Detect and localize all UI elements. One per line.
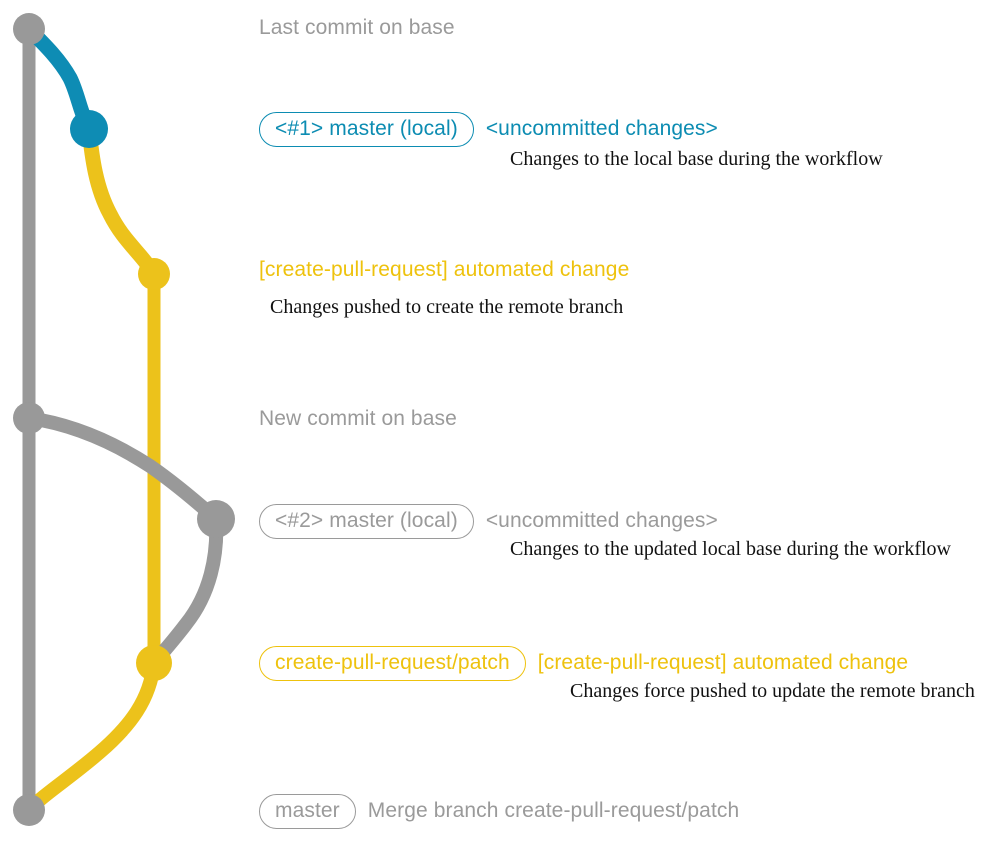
annotation-last-commit-on-base: Last commit on base: [259, 16, 455, 39]
patch-branch-line-1: [81, 121, 162, 282]
headline-local-commit-2: <uncommitted changes>: [485, 509, 718, 532]
subtext-patch-commit-2: Changes force pushed to update the remot…: [570, 680, 975, 702]
local-branch-line-2: [22, 411, 223, 526]
commit-node-base-1[interactable]: [13, 13, 45, 45]
annotation-patch-commit-2: create-pull-request/patch [create-pull-r…: [259, 646, 909, 682]
commit-node-patch-2[interactable]: [136, 645, 172, 681]
branch-pill-local-2[interactable]: <#2> master (local): [259, 504, 474, 540]
headline-merge-commit: Merge branch create-pull-request/patch: [367, 799, 740, 822]
commit-node-patch-1[interactable]: [138, 258, 170, 290]
annotation-local-commit-1: <#1> master (local) <uncommitted changes…: [259, 112, 718, 148]
headline-last-commit-on-base: Last commit on base: [259, 16, 455, 39]
headline-patch-commit-2: [create-pull-request] automated change: [537, 651, 909, 674]
commit-node-local-2[interactable]: [197, 500, 235, 538]
annotation-new-commit-on-base: New commit on base: [259, 407, 457, 430]
headline-new-commit-on-base: New commit on base: [259, 407, 457, 430]
commit-node-merge[interactable]: [13, 794, 45, 826]
annotation-patch-commit-1: [create-pull-request] automated change: [259, 258, 629, 281]
branch-pill-local-1[interactable]: <#1> master (local): [259, 112, 474, 148]
annotation-merge-commit: master Merge branch create-pull-request/…: [259, 794, 740, 830]
headline-local-commit-1: <uncommitted changes>: [485, 117, 718, 140]
subtext-patch-commit-1: Changes pushed to create the remote bran…: [270, 296, 624, 318]
subtext-local-commit-1: Changes to the local base during the wor…: [510, 148, 883, 170]
headline-patch-commit-1: [create-pull-request] automated change: [259, 258, 630, 281]
commit-node-local-1[interactable]: [70, 110, 108, 148]
subtext-local-commit-2: Changes to the updated local base during…: [510, 538, 951, 560]
annotation-local-commit-2: <#2> master (local) <uncommitted changes…: [259, 504, 718, 540]
branch-pill-master[interactable]: master: [259, 794, 356, 830]
patch-merge-line: [22, 656, 161, 817]
commit-node-base-2[interactable]: [13, 402, 45, 434]
branch-pill-patch-2[interactable]: create-pull-request/patch: [259, 646, 526, 682]
